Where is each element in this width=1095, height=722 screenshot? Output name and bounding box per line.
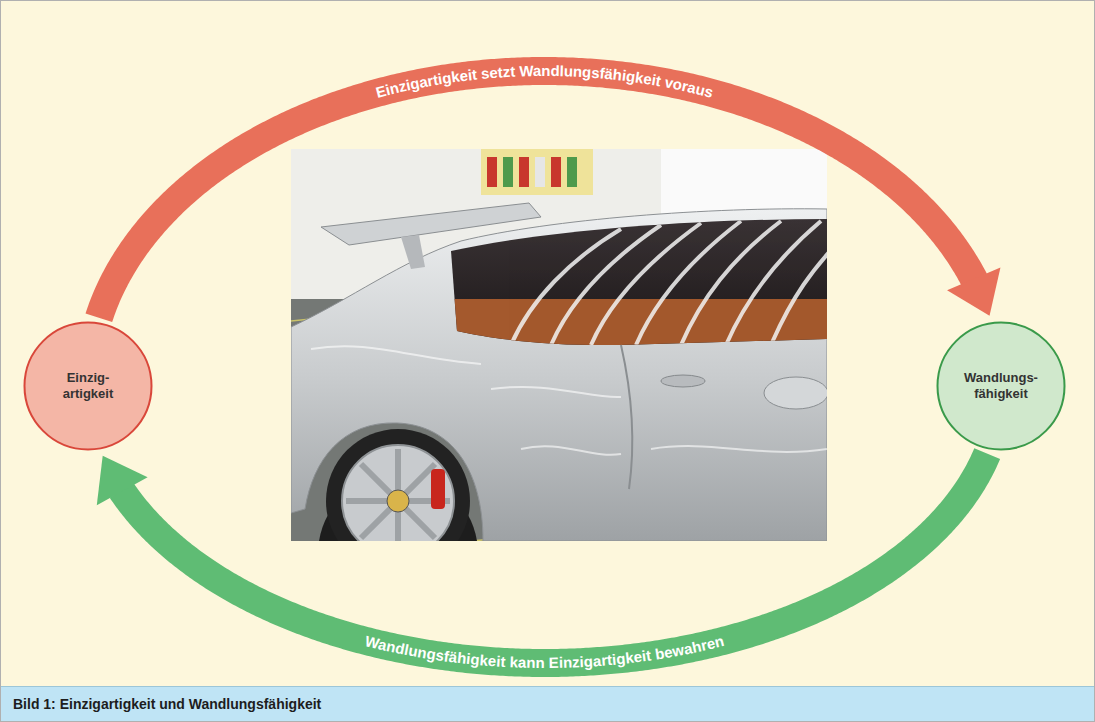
arrow-band (99, 71, 975, 318)
arrow-label: Einzigartigkeit setzt Wandlungsfähigkeit… (374, 62, 715, 101)
cycle-arrow: Wandlungsfähigkeit kann Einzigartigkeit … (97, 454, 987, 671)
figure-caption: Bild 1: Einzigartigkeit und Wandlungsfäh… (1, 687, 1094, 721)
caption-bar: Bild 1: Einzigartigkeit und Wandlungsfäh… (1, 686, 1094, 721)
concept-circle: Einzig- artigkeit (23, 321, 153, 451)
cycle-arrow: Einzigartigkeit setzt Wandlungsfähigkeit… (99, 62, 1001, 318)
concept-label: Einzig- artigkeit (40, 370, 136, 402)
concept-circle: Wandlungs- fähigkeit (936, 321, 1066, 451)
arrow-label: Wandlungsfähigkeit kann Einzigartigkeit … (363, 632, 725, 671)
arrow-head (947, 267, 1000, 315)
car-photo (291, 149, 827, 541)
concept-label: Wandlungs- fähigkeit (953, 370, 1049, 402)
arrow-head (97, 456, 148, 505)
arrow-band (121, 454, 987, 663)
car-wheel (319, 429, 477, 541)
